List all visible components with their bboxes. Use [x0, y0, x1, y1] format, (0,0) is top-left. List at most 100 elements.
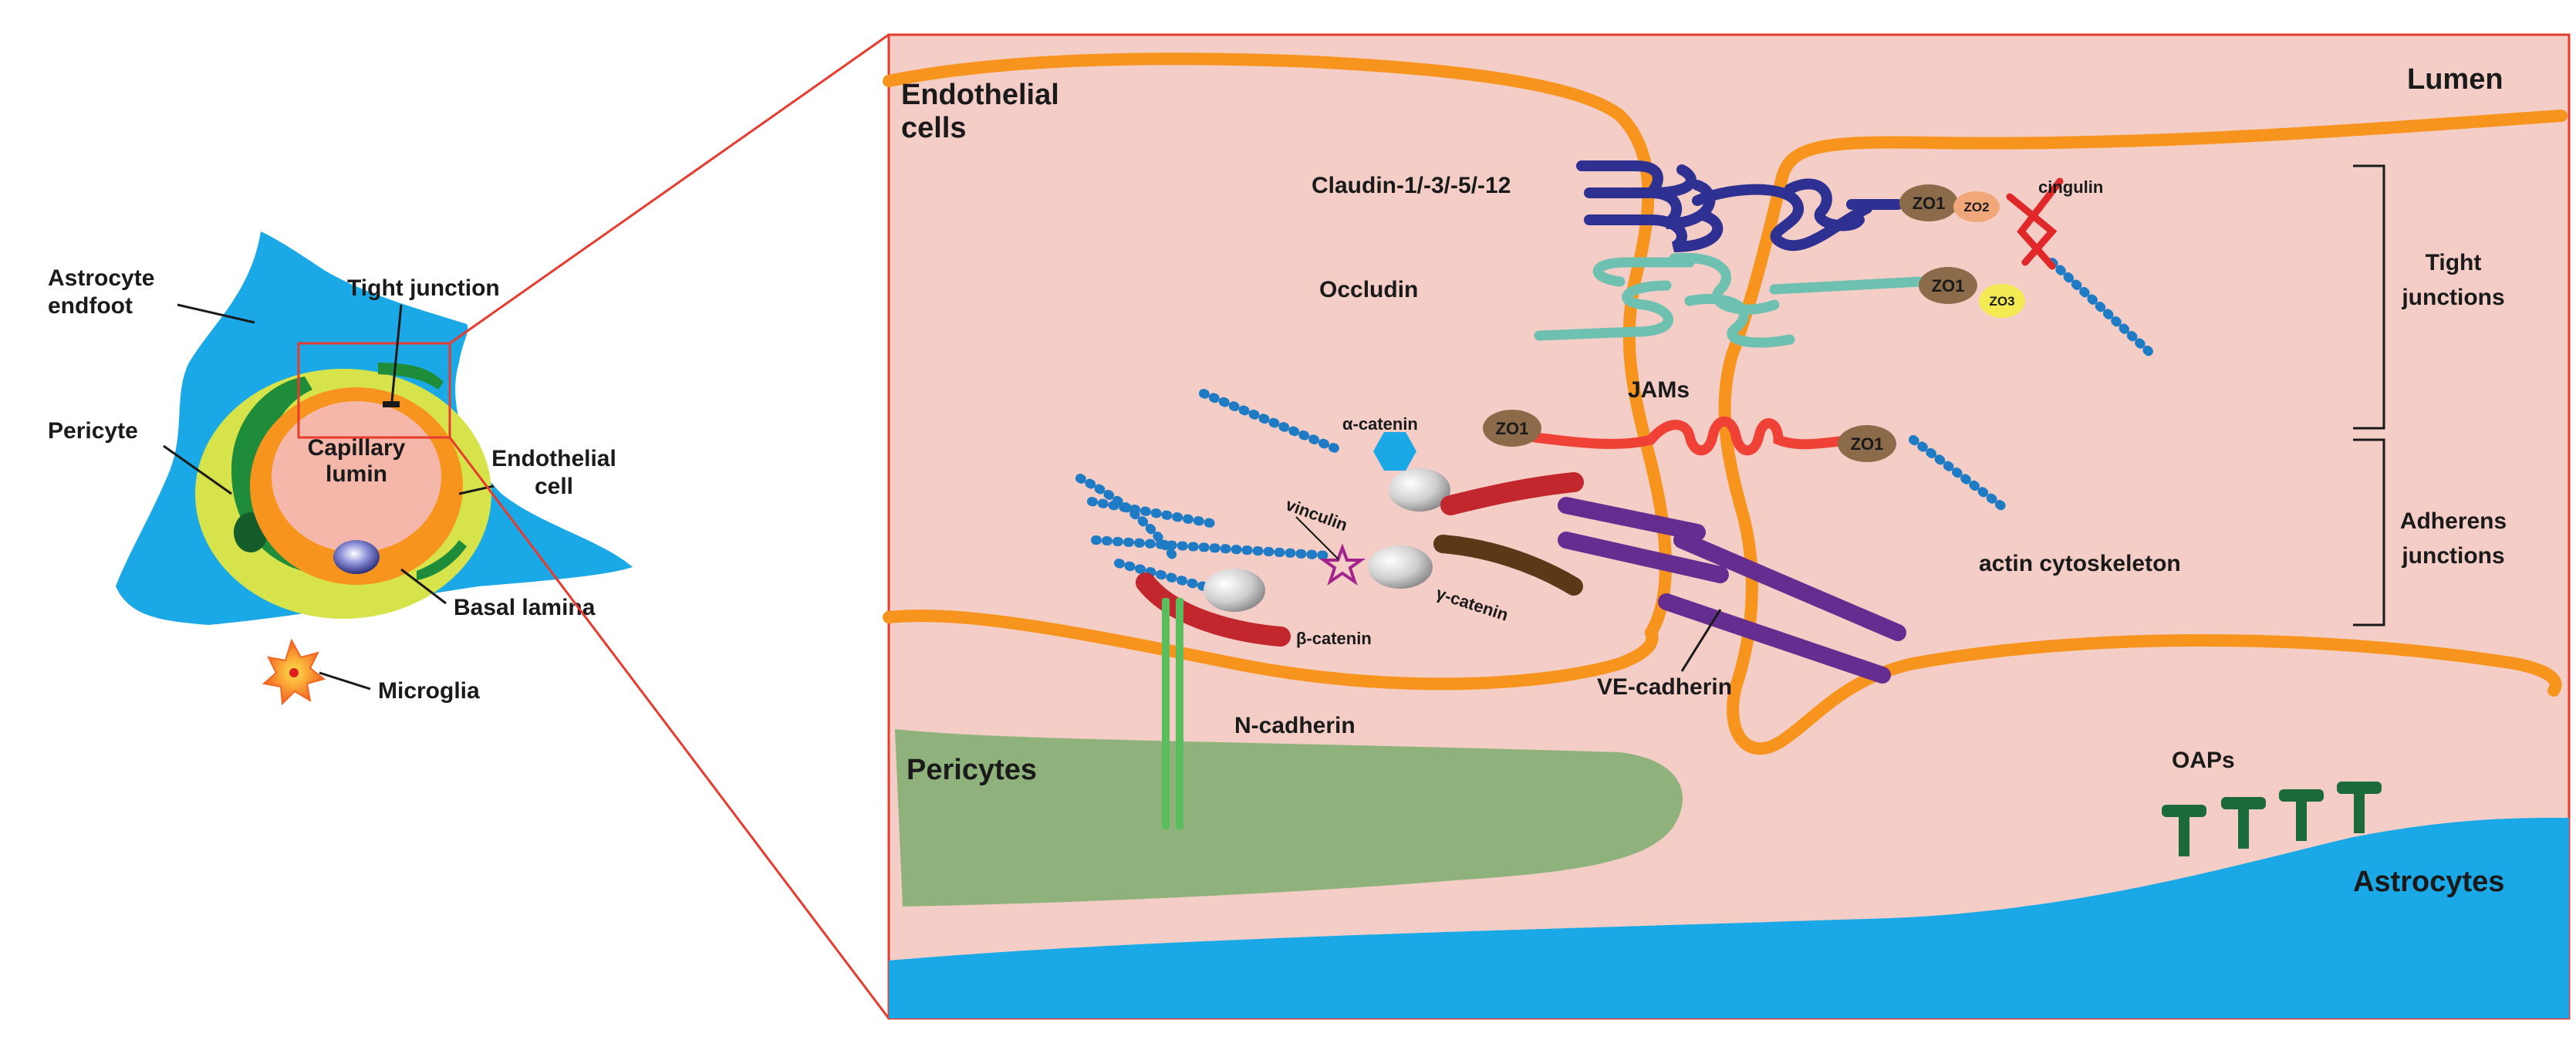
ve-cadherin-1 [1558, 497, 1706, 541]
basal-lamina-label: Basal lamina [454, 595, 596, 620]
tight-junction-label: Tight junction [347, 275, 500, 301]
gamma-catenin-ball [1368, 545, 1433, 589]
pericytes-label: Pericytes [906, 754, 1037, 786]
alpha-catenin-ball [1389, 468, 1450, 512]
beta-catenin-bar-left [1136, 572, 1291, 647]
membrane-left-top [883, 52, 1672, 639]
zo2 [1953, 191, 2000, 222]
astrocyte-layer [889, 818, 2569, 1018]
adherens-junctions-label-line1: Adherens [2400, 508, 2507, 534]
claudin-strand-5 [1784, 178, 1865, 231]
zo1-label-1: ZO1 [1913, 194, 1946, 213]
endothelial-label-line2: cell [535, 474, 573, 499]
junction-detail-panel: ZO1 ZO2 ZO1 ZO3 ZO1 ZO1 [883, 33, 2571, 1020]
astrocyte-label-line2: endfoot [48, 293, 133, 319]
actin-filament-1 [1199, 389, 1347, 456]
oap-3 [2279, 789, 2324, 841]
capillary-lumen-label-line1: Capillary [308, 435, 406, 461]
ve-cadherin-strands [1558, 497, 1906, 684]
n-cadherin-label: N-cadherin [1234, 713, 1356, 738]
oap-2 [2221, 797, 2266, 849]
occludin-label: Occludin [1319, 277, 1418, 302]
adherens-complex [1136, 432, 1584, 647]
vinculin-leader [1295, 516, 1339, 560]
microglia-leader [319, 671, 371, 691]
actin-filament-2 [1075, 474, 1177, 560]
oaps-group [2162, 782, 2382, 856]
zo-proteins: ZO1 ZO2 ZO1 ZO3 ZO1 ZO1 [1483, 184, 2025, 462]
claudin-strands [1576, 160, 1903, 252]
zo1-occludin [1919, 267, 1977, 304]
zoom-line-bottom [448, 437, 890, 1019]
occludin-strand-1 [1534, 280, 1673, 341]
zo1-claudin [1899, 184, 1958, 221]
ve-cadherin-2 [1558, 532, 1729, 583]
adherens-junction-bracket [2353, 438, 2385, 626]
zo1-label-2: ZO1 [1932, 276, 1965, 295]
endothelial-nucleus [333, 540, 380, 574]
occludin-strands [1534, 252, 1926, 348]
cingulin-shape [2006, 177, 2064, 270]
zo1-label-4: ZO1 [1851, 434, 1884, 454]
oaps-label: OAPs [2172, 748, 2235, 773]
actin-cytoskeleton-label: actin cytoskeleton [1979, 551, 2181, 576]
capillary-cross-section: Astrocyte endfoot Tight junction Pericyt… [48, 231, 633, 706]
actin-filament-5 [1114, 559, 1208, 591]
tight-junction-leader [390, 304, 403, 402]
bracket-group [2353, 164, 2385, 626]
zo1-jam-left [1483, 410, 1541, 447]
zo1-label-3: ZO1 [1496, 419, 1529, 438]
alpha-catenin-label: α-catenin [1342, 414, 1418, 434]
ve-cadherin-leader [1680, 609, 1722, 672]
actin-filament-4 [1091, 535, 1332, 560]
oap-4 [2337, 782, 2382, 833]
zoom-box [297, 342, 451, 439]
zo3 [1979, 284, 2025, 318]
endothelial-cells-label-line2: cells [901, 112, 967, 144]
vinculin-hex [1373, 432, 1416, 471]
occludin-strand-4 [1684, 293, 1795, 348]
occludin-tail [1769, 276, 1926, 295]
cingulin-label: cingulin [2038, 177, 2103, 197]
microglia-cell [262, 638, 326, 706]
microglia-label: Microglia [378, 678, 480, 704]
oap-1 [2162, 805, 2206, 856]
adherens-junctions-label-line2: junctions [2401, 543, 2504, 569]
zo2-label: ZO2 [1963, 200, 1989, 214]
endothelial-cells-label-line1: Endothelial [901, 79, 1059, 111]
zo3-label: ZO3 [1989, 294, 2014, 309]
ve-cadherin-label: VE-cadherin [1597, 674, 1732, 700]
beta-catenin-label: β-catenin [1296, 629, 1372, 648]
claudin-strand-4 [1692, 184, 1872, 252]
tight-junction-mark [383, 401, 400, 407]
endothelial-label-line1: Endothelial [491, 446, 616, 471]
zoom-line-top [449, 33, 890, 345]
ve-cadherin-4 [1658, 593, 1891, 684]
astrocytes-label: Astrocytes [2353, 866, 2504, 898]
claudin-label: Claudin-1/-3/-5/-12 [1312, 173, 1511, 198]
gamma-brown-bar [1433, 535, 1583, 596]
capillary-lumen-shape [272, 401, 441, 552]
actin-filament-6 [2048, 258, 2157, 360]
capillary-lumen-label-line2: lumin [326, 461, 387, 487]
pericyte-leader [163, 444, 232, 495]
n-cadherin [1162, 598, 1183, 829]
vinculin-star [1318, 543, 1366, 586]
ve-cadherin-3 [1673, 532, 1906, 641]
occludin-strand-2 [1592, 257, 1695, 287]
basal-lamina-leader [400, 568, 447, 605]
beta-catenin-ball [1204, 569, 1265, 612]
actin-filament-7 [1909, 435, 2010, 514]
jams-label: JAMs [1628, 377, 1690, 403]
astrocyte-leader [177, 303, 255, 324]
jam-strand [1518, 416, 1857, 456]
zo1-jam-right [1838, 425, 1896, 462]
membrane-left-bottom [883, 610, 1659, 691]
actin-filament-3 [1087, 497, 1224, 529]
astrocyte-label-line1: Astrocyte [48, 265, 154, 291]
tight-junction-bracket [2353, 164, 2385, 430]
pericyte-layer [895, 729, 1683, 907]
tight-junctions-label-line1: Tight [2426, 250, 2482, 275]
actin-filaments [1075, 258, 2157, 591]
